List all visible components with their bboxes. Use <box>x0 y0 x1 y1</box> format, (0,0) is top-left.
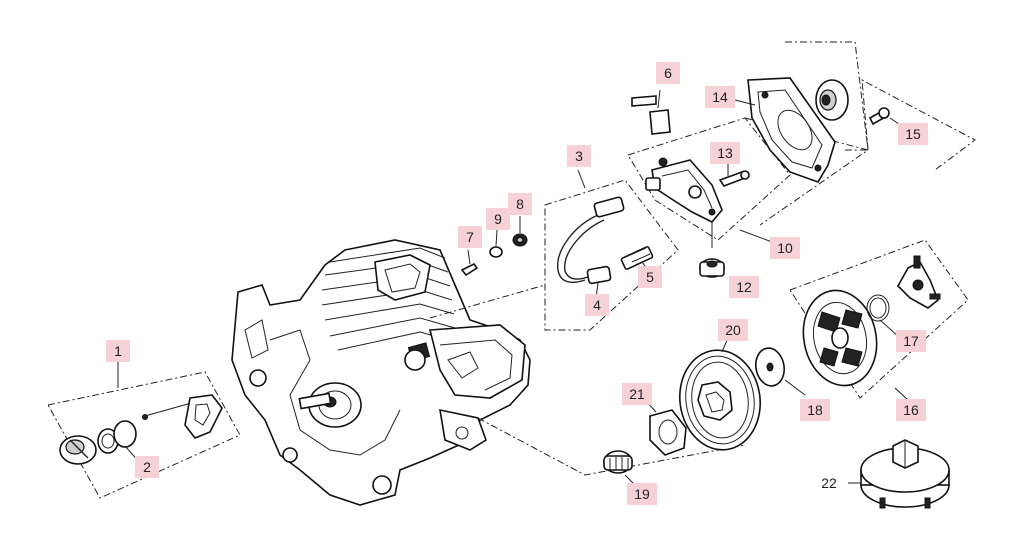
crankcase-body <box>231 239 531 506</box>
sprocket-ring <box>644 399 687 456</box>
cover-plate <box>734 77 836 183</box>
callout-8: 8 <box>508 193 532 215</box>
callout-13: 13 <box>710 142 740 164</box>
needle-bearing <box>603 450 636 486</box>
oil-pump <box>645 157 723 248</box>
pump-drive-worm <box>699 258 725 278</box>
group-1-bracket <box>47 360 241 499</box>
callout-10: 10 <box>770 237 800 259</box>
callout-22: 22 <box>821 475 837 491</box>
callout-16: 16 <box>896 399 926 421</box>
sprocket-rim <box>678 337 762 451</box>
pump-bolt <box>631 89 671 135</box>
clutch-tool <box>848 439 950 509</box>
callout-5: 5 <box>638 266 662 288</box>
callout-21: 21 <box>622 383 652 405</box>
oil-hose-fitting <box>620 246 654 271</box>
group-15-bracket <box>785 41 976 171</box>
callout-15: 15 <box>898 123 928 145</box>
callout-3: 3 <box>567 145 591 167</box>
callout-2: 2 <box>135 456 159 478</box>
washer <box>755 347 806 396</box>
callout-4: 4 <box>585 294 609 316</box>
bar-screw <box>868 107 906 129</box>
callout-7: 7 <box>458 226 482 248</box>
callout-12: 12 <box>729 276 759 298</box>
callout-1: 1 <box>106 340 130 362</box>
callout-18: 18 <box>800 399 830 421</box>
callout-17: 17 <box>896 330 926 352</box>
bar-spacer <box>815 79 849 121</box>
callout-19: 19 <box>627 483 657 505</box>
callout-14: 14 <box>705 86 735 108</box>
callout-6: 6 <box>656 62 680 84</box>
clutch-drum <box>802 289 878 387</box>
small-fittings <box>460 216 528 277</box>
group-3-bracket <box>544 169 679 331</box>
callout-20: 20 <box>718 319 748 341</box>
oil-hose <box>557 196 625 299</box>
callout-9: 9 <box>486 208 510 230</box>
oil-filler-cap-assembly <box>59 394 223 466</box>
clutch-hub <box>897 255 941 309</box>
group-10-bracket <box>627 117 870 243</box>
